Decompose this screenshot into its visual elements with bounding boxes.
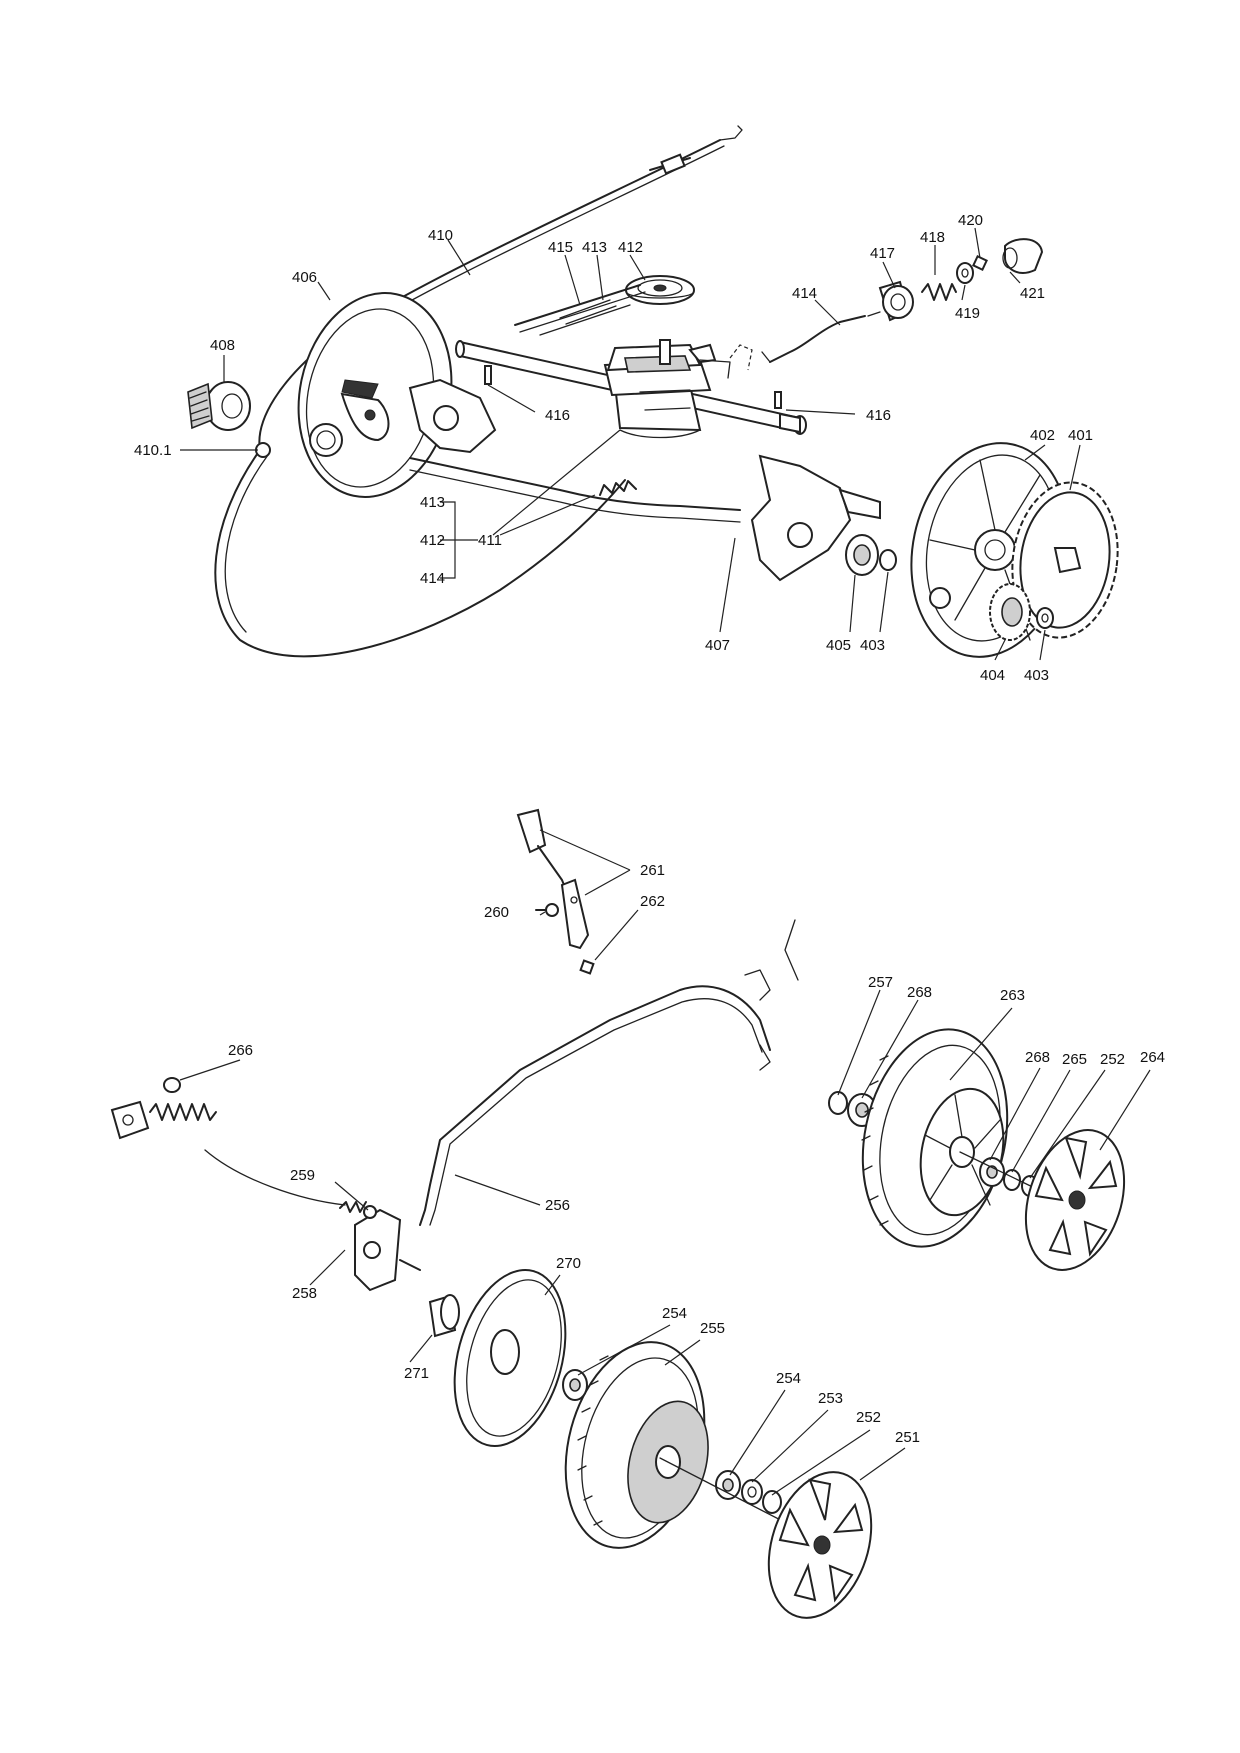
callout-258: 258 — [292, 1285, 317, 1302]
rear-wheel-disc — [453, 1269, 567, 1447]
callout-407: 407 — [705, 637, 730, 654]
thrust-washer — [879, 549, 897, 571]
callout-257: 257 — [868, 974, 893, 991]
callout-262: 262 — [640, 893, 665, 910]
callout-421: 421 — [1020, 285, 1045, 302]
bushing — [187, 381, 251, 431]
callout-263: 263 — [1000, 987, 1025, 1004]
spring-housing — [878, 280, 914, 322]
callout-labels: 410 406 408 410.1 415 413 412 414 417 41… — [134, 212, 1165, 1446]
height-spring — [110, 1100, 217, 1140]
spring-clip — [163, 1077, 181, 1093]
front-hub-cap — [1024, 1129, 1126, 1271]
axle-washer — [741, 1479, 763, 1505]
inner-bearing — [562, 1369, 588, 1401]
callout-405: 405 — [826, 637, 851, 654]
callout-260: 260 — [484, 904, 509, 921]
lever-nut — [579, 959, 595, 975]
wheel-assembly — [110, 808, 1126, 1619]
callout-270: 270 — [556, 1255, 581, 1272]
axle-nut — [762, 1490, 782, 1514]
small-washer — [1036, 607, 1054, 629]
bearing — [845, 534, 879, 576]
pin-right — [774, 391, 782, 409]
outer-bearing — [715, 1470, 741, 1500]
callout-416-right: 416 — [866, 407, 891, 424]
callout-416-left: 416 — [545, 407, 570, 424]
callout-261: 261 — [640, 862, 665, 879]
rear-axle-rod — [419, 919, 799, 1226]
callout-417: 417 — [870, 245, 895, 262]
rear-wheel — [564, 1341, 709, 1549]
height-lever — [516, 808, 590, 950]
rear-hub-cap — [767, 1471, 873, 1619]
spacer — [428, 1294, 460, 1338]
callout-268-right: 268 — [1025, 1049, 1050, 1066]
callout-256: 256 — [545, 1197, 570, 1214]
drive-assembly — [187, 125, 1119, 658]
front-wheel-nut — [828, 1091, 848, 1115]
callout-413-top: 413 — [582, 239, 607, 256]
drive-gear — [1011, 481, 1119, 639]
callout-406: 406 — [292, 269, 317, 286]
callout-410-1: 410.1 — [134, 442, 172, 459]
right-bracket — [750, 454, 881, 582]
callout-254-bottom: 254 — [776, 1370, 801, 1387]
control-rod — [761, 311, 881, 363]
callout-252-rear: 252 — [856, 1409, 881, 1426]
callout-412-top: 412 — [618, 239, 643, 256]
callout-414-group: 414 — [420, 570, 445, 587]
callout-412-group: 412 — [420, 532, 445, 549]
callout-414-top: 414 — [792, 285, 817, 302]
callout-252-front: 252 — [1100, 1051, 1125, 1068]
washer — [956, 262, 974, 284]
tension-spring — [599, 480, 637, 496]
callout-268-top: 268 — [907, 984, 932, 1001]
pin-left — [484, 365, 492, 385]
callout-251: 251 — [895, 1429, 920, 1446]
callout-413-group: 413 — [420, 494, 445, 511]
callout-418: 418 — [920, 229, 945, 246]
callout-255: 255 — [700, 1320, 725, 1337]
leader-lines — [179, 227, 1151, 1496]
lever-bolt — [535, 903, 559, 917]
callout-259: 259 — [290, 1167, 315, 1184]
callout-402: 402 — [1030, 427, 1055, 444]
left-bracket — [408, 378, 497, 454]
callout-410: 410 — [428, 227, 453, 244]
callout-401: 401 — [1068, 427, 1093, 444]
frame-rod — [409, 457, 741, 523]
callout-403-left: 403 — [860, 637, 885, 654]
callout-271: 271 — [404, 1365, 429, 1382]
callout-408: 408 — [210, 337, 235, 354]
front-wheel — [861, 1028, 1009, 1248]
belt-pulley — [625, 275, 695, 305]
callout-264: 264 — [1140, 1049, 1165, 1066]
callout-403-right: 403 — [1024, 667, 1049, 684]
callout-265: 265 — [1062, 1051, 1087, 1068]
callout-411: 411 — [478, 532, 502, 549]
callout-419: 419 — [955, 305, 980, 322]
callout-415: 415 — [548, 239, 573, 256]
callout-420: 420 — [958, 212, 983, 229]
coil-spring — [921, 283, 957, 301]
pinion-gear — [989, 583, 1031, 641]
callout-266: 266 — [228, 1042, 253, 1059]
callout-253: 253 — [818, 1390, 843, 1407]
pivot-bracket — [204, 1149, 421, 1292]
nut — [972, 255, 988, 271]
drive-belt — [514, 284, 646, 336]
gearbox — [603, 339, 753, 439]
callout-254-top: 254 — [662, 1305, 687, 1322]
rear-axle-line — [659, 1457, 801, 1531]
end-cap — [1002, 238, 1044, 274]
callout-404: 404 — [980, 667, 1005, 684]
